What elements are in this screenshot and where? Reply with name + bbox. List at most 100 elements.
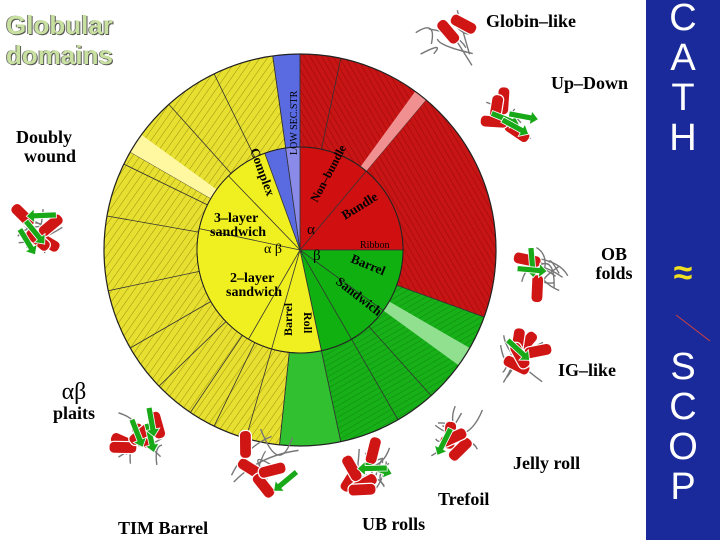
protein-coil: [415, 27, 434, 45]
class-label-alpha: α: [307, 222, 315, 238]
architecture-topology-ring: [103, 53, 497, 447]
class-label-beta: β: [313, 248, 321, 264]
class-label-3-layer-line2: sandwich: [210, 225, 266, 240]
inner-divider: [271, 249, 301, 350]
ring-divider: [272, 55, 287, 149]
sidebar-letter-c: C: [669, 0, 697, 39]
fold-label-tim-barrel: TIM Barrel: [118, 518, 209, 538]
ring-divider: [130, 301, 211, 349]
inner-divider: [299, 249, 352, 340]
beta-strand: [145, 406, 161, 438]
arch-label-barrel-yellow: Barrel: [281, 302, 295, 336]
outer-highlight: [360, 91, 426, 172]
fold-label-doubly-wound-line2: wound: [24, 146, 77, 166]
fold-label-ig-like: IG–like: [558, 360, 617, 380]
alpha-helix: [449, 13, 478, 35]
sidebar-approx-sign: ≈: [673, 254, 693, 292]
class-label-3-layer-line1: 3–layer: [214, 211, 258, 226]
ab-plait-protein-icon: [108, 406, 167, 466]
arch-label-low-sec: LOW SEC.STR: [289, 90, 300, 155]
cath-scop-sidebar: C A T H ≈ S C O P: [646, 0, 720, 540]
protein-coil: [420, 46, 438, 55]
arch-label-roll: Roll: [301, 312, 315, 334]
alpha-helix: [447, 436, 474, 462]
class-label-2-layer-line1: 2–layer: [230, 271, 274, 286]
sidebar-letter-t: T: [671, 77, 695, 119]
tim-barrel-protein-icon: [339, 436, 393, 497]
inner-divider: [299, 170, 367, 251]
protein-coil: [155, 444, 163, 466]
sidebar-letter-s: S: [670, 346, 696, 388]
globin-protein-icon: [415, 10, 478, 66]
ring-divider: [368, 326, 432, 396]
alpha-helix: [512, 251, 542, 269]
up-down-protein-icon: [479, 86, 540, 144]
title-line-2: domains: [6, 40, 113, 70]
ring-divider: [321, 350, 342, 442]
outer-highlight: [383, 301, 470, 366]
fold-label-ob-folds-line2: folds: [595, 263, 633, 283]
sidebar-letter-h: H: [669, 117, 697, 159]
beta-strand: [500, 116, 530, 138]
arch-label-ribbon: Ribbon: [360, 240, 389, 251]
fold-label-ab-plaits-line2: plaits: [52, 403, 95, 423]
trefoil-protein-icon: [230, 428, 300, 499]
alpha-helix: [257, 461, 287, 480]
beta-strand: [433, 426, 454, 456]
ring-divider: [213, 342, 256, 427]
beta-strand: [22, 218, 46, 245]
ring-divider: [108, 271, 200, 292]
ring-divider: [321, 58, 342, 150]
outer-highlight: [130, 134, 217, 199]
alpha-helix: [108, 440, 138, 455]
ig-like-protein-icon: [499, 327, 553, 383]
fold-label-up-down: Up–Down: [551, 73, 629, 93]
inner-rim: [196, 146, 404, 354]
outer-rim: [103, 53, 497, 447]
protein-coil: [540, 262, 555, 288]
sidebar-letter-o: O: [668, 426, 698, 468]
protein-structures: [10, 10, 569, 499]
title-line-1: Globular: [6, 10, 113, 40]
fold-label-ob-folds: OB folds: [588, 245, 640, 283]
ob-fold-protein-icon: [512, 246, 569, 304]
sidebar-divider-line: [675, 314, 711, 342]
ring-divider: [106, 215, 199, 233]
ring-divider: [396, 284, 485, 318]
alpha-helix: [251, 472, 276, 499]
alpha-helix: [436, 18, 461, 45]
beta-strand: [25, 207, 57, 224]
beta-strand: [507, 110, 540, 126]
ring-divider: [168, 104, 232, 174]
inner-divider: [199, 228, 301, 251]
beta-strand: [128, 417, 148, 448]
class-label-alpha-beta: α β: [264, 242, 282, 257]
protein-coil: [536, 246, 546, 268]
fold-label-ab-plaits-line1: αβ: [61, 379, 87, 405]
alpha-helix: [530, 274, 545, 304]
ring-divider: [351, 339, 399, 420]
beta-strand: [273, 468, 300, 492]
protein-coil: [436, 38, 473, 55]
protein-coil: [259, 428, 293, 456]
sidebar-letter-a: A: [670, 37, 696, 79]
fold-label-ab-plaits: αβ plaits: [44, 380, 104, 423]
fold-label-doubly-wound: Doubly wound: [16, 128, 76, 166]
fold-label-ob-folds-line1: OB: [600, 244, 627, 264]
alpha-helix: [238, 429, 253, 460]
jelly-roll-protein-icon: [430, 405, 484, 462]
beta-strand: [16, 227, 38, 256]
ring-divider: [245, 348, 272, 439]
sidebar-letter-c2: C: [669, 386, 697, 428]
beta-strand: [356, 460, 388, 477]
outer-beta-texture: [321, 285, 485, 442]
alpha-helix: [364, 436, 383, 466]
inner-divider: [299, 249, 384, 311]
ring-divider: [123, 163, 208, 206]
alpha-helix: [340, 454, 363, 483]
alpha-helix: [347, 482, 377, 497]
doubly-wound-protein-icon: [10, 202, 64, 256]
class-label-2-layer-line2: sandwich: [226, 285, 282, 300]
slide-title: Globular domains: [6, 10, 113, 70]
